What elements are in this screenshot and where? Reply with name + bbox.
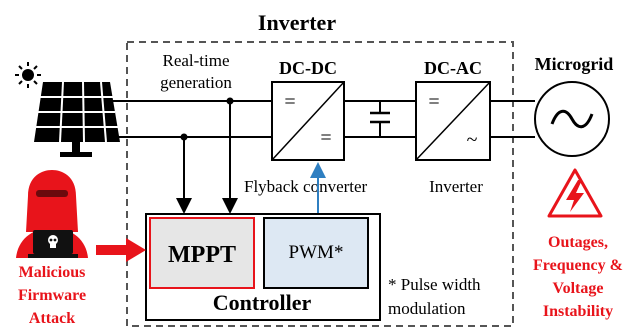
skull-icon <box>48 235 58 248</box>
solar-panel-icon <box>34 81 120 157</box>
dcac-eq-top: = <box>428 91 439 113</box>
controller-label: Controller <box>213 290 312 315</box>
inverter-title: Inverter <box>258 10 336 35</box>
realtime-label-line1: Real-time <box>162 51 229 70</box>
impact-label-line3: Voltage <box>553 280 604 297</box>
warning-icon <box>547 168 603 218</box>
pwm-label: PWM* <box>289 242 344 263</box>
dcac-label: DC-AC <box>424 58 482 78</box>
realtime-label-line2: generation <box>160 73 232 92</box>
microgrid-label: Microgrid <box>535 54 614 74</box>
mppt-block: MPPT <box>149 217 255 289</box>
flyback-label: Flyback converter <box>244 177 368 196</box>
pwm-note-line1: * Pulse width <box>388 275 481 294</box>
dcdc-eq-bottom: = <box>320 127 331 149</box>
inverter-boundary <box>126 41 514 327</box>
impact-label-line2: Frequency & <box>533 257 623 274</box>
pwm-note-line2: modulation <box>388 299 466 318</box>
capacitor-icon <box>370 101 390 137</box>
attack-label-line1: Malicious <box>19 264 86 281</box>
attack-label-line2: Firmware <box>18 287 86 304</box>
attack-label-line3: Attack <box>29 310 75 327</box>
dcdc-label: DC-DC <box>279 58 337 78</box>
inverter-sub-label: Inverter <box>429 177 483 196</box>
pwm-block: PWM* <box>263 217 369 289</box>
dcac-inverter-block: = ~ <box>415 81 491 161</box>
dcac-tilde: ~ <box>467 129 478 151</box>
sun-icon <box>15 62 41 88</box>
impact-label-line1: Outages, <box>548 234 608 251</box>
microgrid-ac-source <box>534 81 610 157</box>
attack-arrow <box>96 238 146 262</box>
dcdc-eq-top: = <box>284 91 295 113</box>
mppt-label: MPPT <box>168 242 236 268</box>
impact-label-line4: Instability <box>543 303 613 320</box>
dcdc-converter-block: = = <box>271 81 345 161</box>
